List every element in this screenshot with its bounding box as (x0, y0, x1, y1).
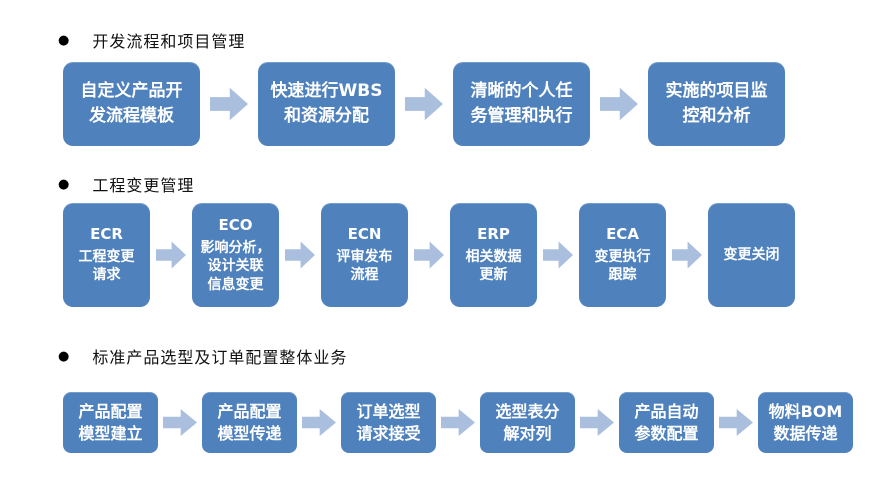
flow-box-line: 选型表分 (495, 401, 560, 421)
flow-box-line: 模型建立 (78, 423, 143, 443)
flow-box-line: 和资源分配 (284, 106, 369, 126)
flow-box: ECR 工程变更 请求 (63, 203, 150, 307)
flow-box-line: 物料BOM (768, 401, 843, 421)
flow-box-line: 模型传递 (217, 423, 282, 443)
flow-box-line: 产品自动 (634, 401, 699, 421)
flow-box-line: 解对列 (503, 423, 552, 443)
flow-box: 自定义产品开 发流程模板 (63, 62, 200, 146)
flow-box-acronym: ECN (347, 225, 382, 244)
flow-box-line: 清晰的个人任 (470, 80, 573, 101)
bullet-icon: ● (58, 176, 71, 192)
bullet-icon: ● (58, 32, 71, 48)
flow-box-line: 影响分析， (200, 239, 271, 256)
flow-box-line: 数据传递 (773, 423, 838, 443)
flow-box-acronym: ECR (90, 225, 123, 244)
section-header-engineering-change: ● 工程变更管理 (58, 172, 194, 196)
section-header-label: 工程变更管理 (92, 176, 195, 195)
flow-row-dev-process: 自定义产品开 发流程模板 快速进行WBS 和资源分配 清晰的个人任 务管理和执行… (63, 62, 785, 146)
flow-box: 产品自动 参数配置 (619, 392, 714, 453)
right-arrow-icon (163, 409, 197, 436)
flow-box: 订单选型 请求接受 (341, 392, 436, 453)
flow-box: 产品配置 模型传递 (202, 392, 297, 453)
section-header-label: 开发流程和项目管理 (92, 32, 246, 51)
flow-box-line: 相关数据 (465, 248, 522, 265)
right-arrow-icon (156, 241, 186, 269)
right-arrow-icon (210, 87, 248, 121)
flow-box-line: 变更关闭 (723, 246, 780, 263)
flow-box-line: 变更执行 (594, 248, 651, 265)
flow-box-line: 发流程模板 (89, 106, 174, 126)
flow-box-line: 跟踪 (608, 267, 637, 284)
right-arrow-icon (543, 241, 573, 269)
flow-box-line: 产品配置 (217, 401, 282, 421)
flow-box: 产品配置 模型建立 (63, 392, 158, 453)
right-arrow-icon (580, 409, 614, 436)
flow-box-acronym: ECA (606, 225, 639, 244)
section-header-label: 标准产品选型及订单配置整体业务 (92, 348, 348, 367)
flow-box-line: 产品配置 (78, 401, 143, 421)
right-arrow-icon (302, 409, 336, 436)
flow-box-acronym: ERP (477, 225, 510, 244)
section-header-product-config: ● 标准产品选型及订单配置整体业务 (58, 344, 347, 368)
flow-box: ECA 变更执行 跟踪 (579, 203, 666, 307)
flow-box: ECN 评审发布 流程 (321, 203, 408, 307)
flow-box-line: 订单选型 (356, 401, 421, 421)
right-arrow-icon (285, 241, 315, 269)
flow-box-line: 流程 (350, 267, 379, 284)
bullet-icon: ● (58, 348, 71, 364)
flow-box-line: 实施的项目监 (665, 80, 768, 101)
right-arrow-icon (405, 87, 443, 121)
right-arrow-icon (672, 241, 702, 269)
flow-box-line: 请求 (92, 267, 121, 284)
flow-box-line: 更新 (479, 267, 508, 284)
flow-box: 快速进行WBS 和资源分配 (258, 62, 395, 146)
flow-box: ERP 相关数据 更新 (450, 203, 537, 307)
flow-box: 清晰的个人任 务管理和执行 (453, 62, 590, 146)
right-arrow-icon (441, 409, 475, 436)
section-header-dev-process: ● 开发流程和项目管理 (58, 28, 245, 52)
flow-box-line: 请求接受 (356, 423, 421, 443)
right-arrow-icon (719, 409, 753, 436)
flow-row-engineering-change: ECR 工程变更 请求 ECO 影响分析， 设计关联 信息变更 ECN 评审发布… (63, 203, 795, 307)
flow-box-line: 务管理和执行 (470, 106, 573, 126)
flow-box-line: 参数配置 (634, 423, 699, 443)
flow-box-line: 评审发布 (336, 248, 393, 265)
flow-row-product-config: 产品配置 模型建立 产品配置 模型传递 订单选型 请求接受 选型表分 解对列 产… (63, 392, 853, 453)
flow-box: 变更关闭 (708, 203, 795, 307)
flow-box-acronym: ECO (218, 215, 253, 234)
flow-box-line: 控和分析 (682, 106, 751, 126)
flow-box-line: 设计关联 (207, 258, 264, 275)
right-arrow-icon (600, 87, 638, 121)
flow-box: 物料BOM 数据传递 (758, 392, 853, 453)
right-arrow-icon (414, 241, 444, 269)
flow-box: 实施的项目监 控和分析 (648, 62, 785, 146)
flow-box-line: 自定义产品开 (80, 80, 183, 101)
flow-box-line: 工程变更 (78, 248, 135, 265)
flow-box: 选型表分 解对列 (480, 392, 575, 453)
flow-box-line: 信息变更 (207, 276, 264, 293)
flow-box-line: 快速进行WBS (270, 80, 383, 101)
flow-box: ECO 影响分析， 设计关联 信息变更 (192, 203, 279, 307)
